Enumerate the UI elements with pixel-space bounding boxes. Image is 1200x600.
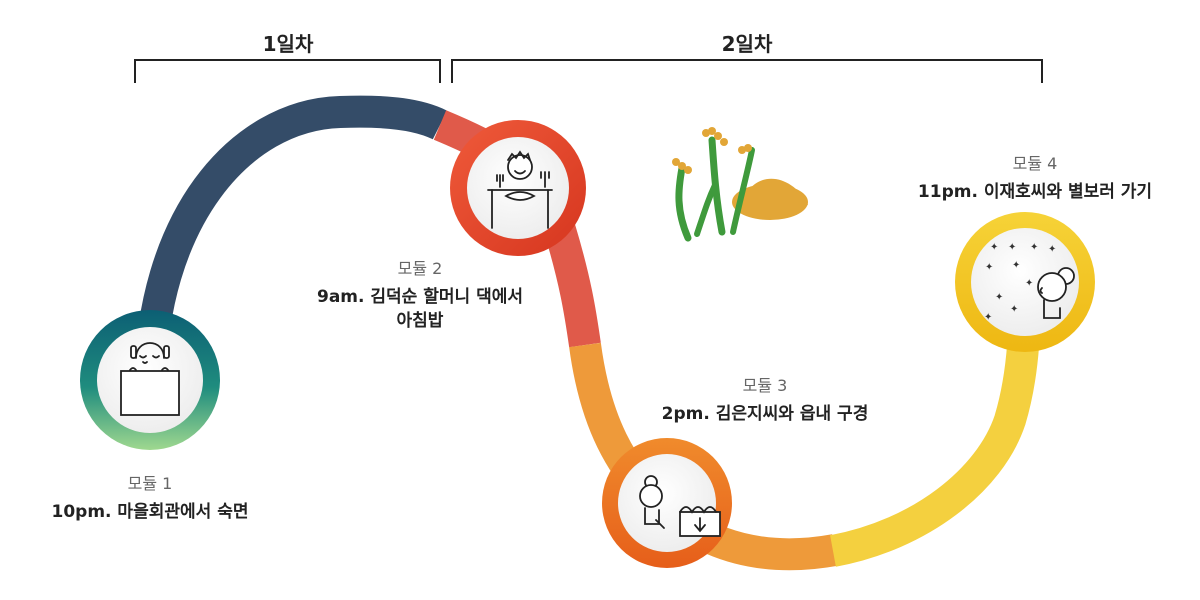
day-1-bracket [135,60,440,83]
module-1-label: 모듈 1 10pm. 마을회관에서 숙면 [30,470,270,524]
module-3-node [602,438,732,568]
module-3-number: 모듈 3 [630,372,900,396]
rice-plant-icon [672,127,808,238]
svg-text:✦: ✦ [990,242,998,253]
svg-text:✦: ✦ [1008,242,1016,253]
module-3-title: 2pm. 김은지씨와 읍내 구경 [630,402,900,426]
svg-text:✦: ✦ [1048,244,1056,255]
module-4-title: 11pm. 이재호씨와 별보러 가기 [890,180,1180,204]
module-2-title-line1: 9am. 김덕순 할머니 댁에서 [290,285,550,309]
svg-text:✦: ✦ [1025,278,1033,289]
day-2-bracket [452,60,1042,83]
module-2-number: 모듈 2 [290,255,550,279]
module-2-title-line2: 아침밥 [290,309,550,333]
module-3-label: 모듈 3 2pm. 김은지씨와 읍내 구경 [630,372,900,426]
svg-text:✦: ✦ [1030,242,1038,253]
module-1-number: 모듈 1 [30,470,270,494]
day-1-label: 1일차 [188,28,388,57]
module-2-label: 모듈 2 9am. 김덕순 할머니 댁에서 아침밥 [290,255,550,333]
svg-text:✦: ✦ [995,292,1003,303]
module-4-number: 모듈 4 [890,150,1180,174]
svg-text:✦: ✦ [984,312,992,323]
svg-text:✦: ✦ [1010,304,1018,315]
module-2-node [450,120,586,256]
module-4-label: 모듈 4 11pm. 이재호씨와 별보러 가기 [890,150,1180,204]
day-2-label: 2일차 [647,28,847,57]
module-4-node: ✦✦ ✦✦ ✦✦ ✦✦ ✦✦ [955,212,1095,352]
module-1-title: 10pm. 마을회관에서 숙면 [30,500,270,524]
svg-text:✦: ✦ [985,262,993,273]
module-1-node [80,310,220,450]
svg-text:✦: ✦ [1012,260,1020,271]
